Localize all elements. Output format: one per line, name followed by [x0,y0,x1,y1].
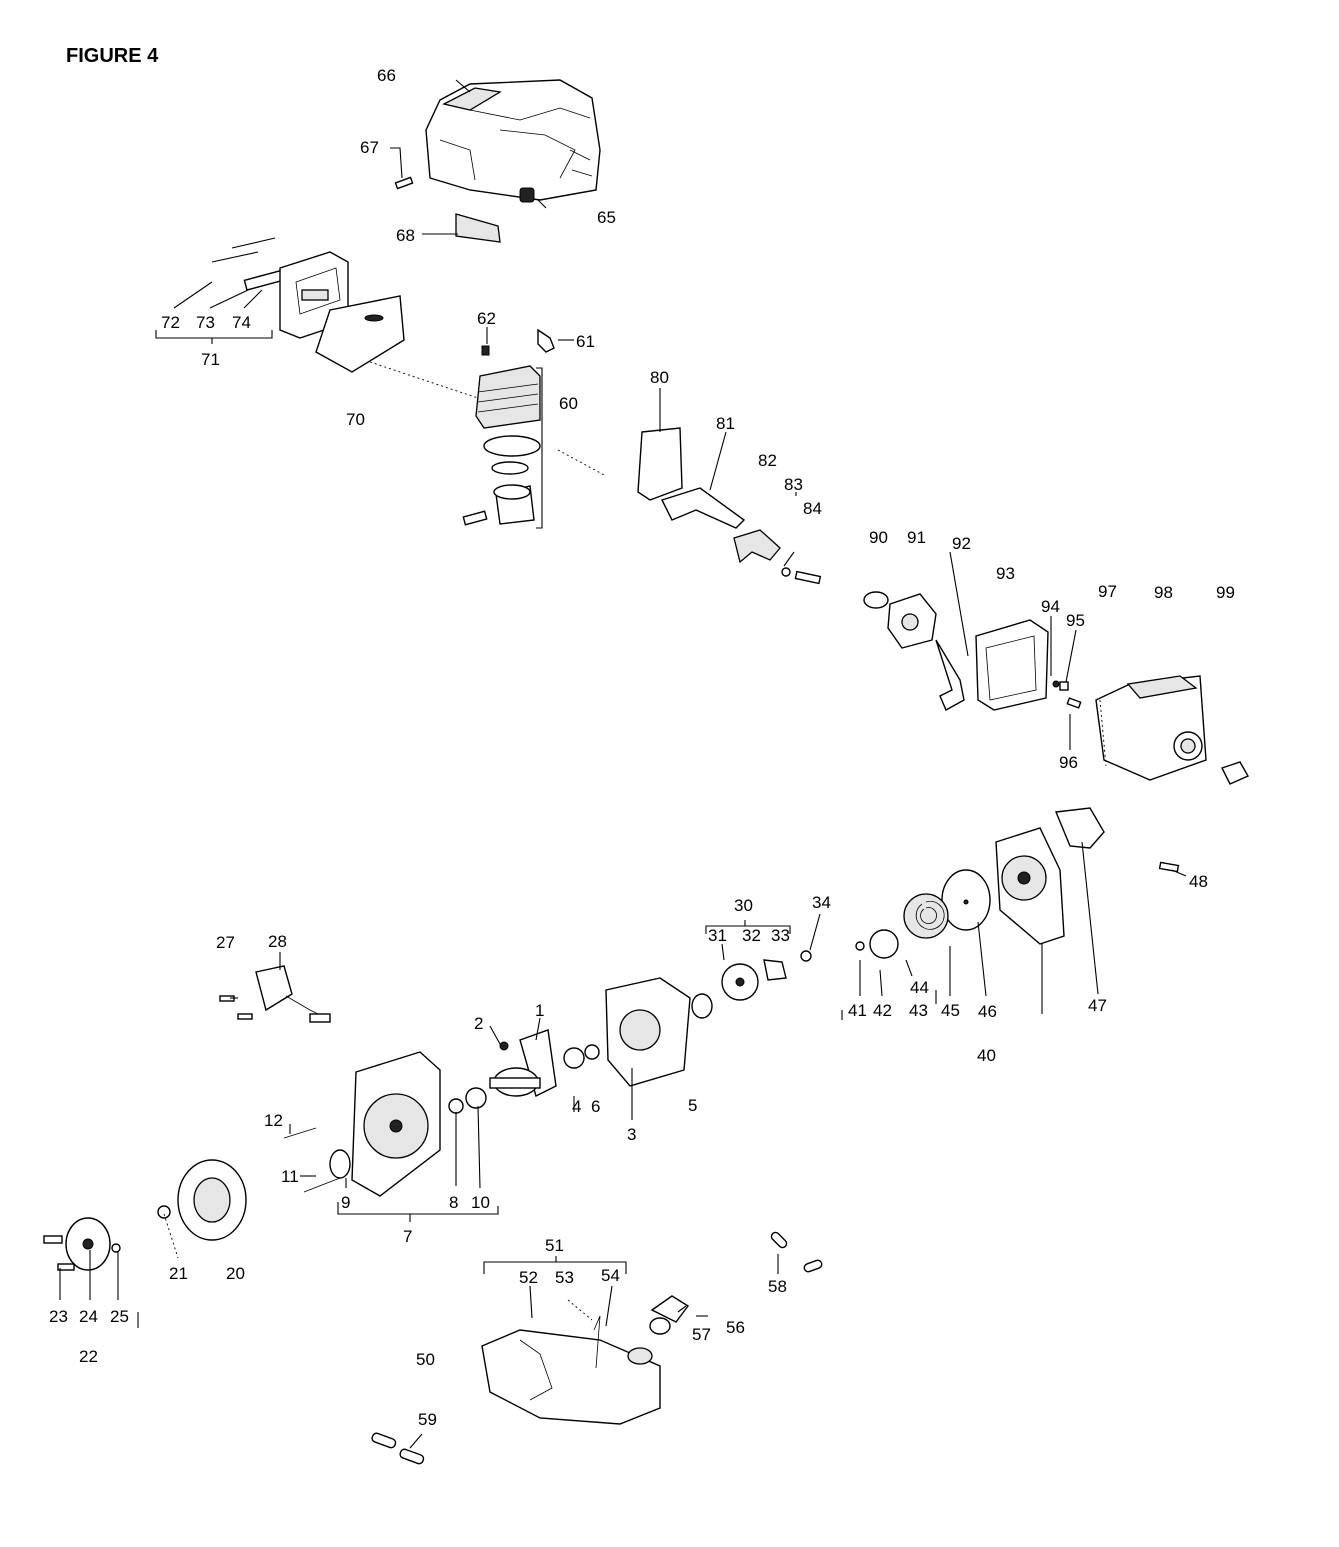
part-number-label: 25 [110,1307,129,1326]
part-number-label: 54 [601,1266,620,1285]
part-number-label: 92 [952,534,971,553]
part-number-label: 28 [268,932,287,951]
part-number-label: 47 [1088,996,1107,1015]
part-number-label: 72 [161,313,180,332]
part-number-label: 42 [873,1001,892,1020]
part-number-label: 71 [201,350,220,369]
carburetor-part [863,591,965,711]
fuel-tank-part [481,1295,690,1425]
screw-part [394,176,414,190]
part-number-label: 3 [627,1125,636,1144]
part-number-label: 73 [196,313,215,332]
part-number-label: 48 [1189,872,1208,891]
part-number-label: 99 [1216,583,1235,602]
part-number-label: 56 [726,1318,745,1337]
part-number-label: 68 [396,226,415,245]
part-number-label: 97 [1098,582,1117,601]
part-number-label: 61 [576,332,595,351]
part-number-label: 21 [169,1264,188,1283]
part-number-label: 58 [768,1277,787,1296]
part-number-label: 60 [559,394,578,413]
starter-housing-part [995,807,1180,945]
part-number-label: 93 [996,564,1015,583]
part-number-label: 2 [474,1014,483,1033]
part-number-label: 65 [597,208,616,227]
part-number-label: 98 [1154,583,1173,602]
part-number-label: 43 [909,1001,928,1020]
part-number-label: 27 [216,933,235,952]
starter-pulley-part [855,869,991,959]
part-number-label: 57 [692,1325,711,1344]
part-number-label: 59 [418,1410,437,1429]
part-number-label: 91 [907,528,926,547]
part-number-label: 96 [1059,753,1078,772]
part-number-label: 74 [232,313,251,332]
part-number-label: 62 [477,309,496,328]
crankshaft-part [489,1029,557,1098]
clutch-part [43,1217,121,1271]
part-number-label: 10 [471,1193,490,1212]
air-filter-cover-part [1095,675,1249,785]
part-number-label: 23 [49,1307,68,1326]
part-number-label: 34 [812,893,831,912]
part-number-label: 41 [848,1001,867,1020]
part-number-label: 46 [978,1002,997,1021]
part-number-label: 80 [650,368,669,387]
page-title: FIGURE 4 [66,45,159,67]
engine-cover-part [425,79,601,203]
crankcase-housing-part [283,1051,441,1197]
part-number-label: 66 [377,66,396,85]
part-number-label: 30 [734,896,753,915]
part-number-label: 20 [226,1264,245,1283]
cylinder-part [462,328,555,526]
part-number-label: 33 [771,926,790,945]
part-number-label: 94 [1041,597,1060,616]
part-number-label: 52 [519,1268,538,1287]
part-number-label: 82 [758,451,777,470]
part-number-label: 84 [803,499,822,518]
part-number-label: 70 [346,410,365,429]
part-number-label: 6 [591,1097,600,1116]
part-number-label: 32 [742,926,761,945]
crankcase-half-part [605,977,713,1087]
part-number-label: 9 [341,1193,350,1212]
bearing-part [329,1044,600,1179]
part-number-label: 5 [688,1096,697,1115]
part-number-label: 22 [79,1347,98,1366]
part-number-label: 11 [281,1167,299,1186]
muffler-part [211,237,405,373]
part-number-label: 81 [716,414,735,433]
part-number-label: 90 [869,528,888,547]
flywheel-cover-part [721,950,812,1001]
part-number-label: 51 [545,1236,564,1255]
part-number-label: 4 [572,1097,581,1116]
part-number-label: 44 [910,978,929,997]
air-filter-housing-part [975,619,1082,711]
part-number-label: 40 [977,1046,996,1065]
part-number-label: 45 [941,1001,960,1020]
ignition-coil-part [219,965,331,1023]
callout-labels: 66 67 65 68 72 73 74 71 62 61 60 70 80 8… [49,66,1235,1429]
part-number-label: 67 [360,138,379,157]
leader-lines [59,79,1187,1449]
intake-plate-part [637,427,822,585]
part-number-label: 83 [784,475,803,494]
part-number-label: 31 [708,926,727,945]
part-number-label: 8 [449,1193,458,1212]
part-number-label: 53 [555,1268,574,1287]
hose-clip-part [371,1231,823,1465]
part-number-label: 7 [403,1227,412,1246]
part-number-label: 50 [416,1350,435,1369]
part-number-label: 95 [1066,611,1085,630]
part-number-label: 12 [264,1111,283,1130]
clutch-drum-part [157,1159,247,1241]
part-number-label: 24 [79,1307,98,1326]
baffle-part [455,213,501,243]
part-number-label: 1 [535,1001,544,1020]
